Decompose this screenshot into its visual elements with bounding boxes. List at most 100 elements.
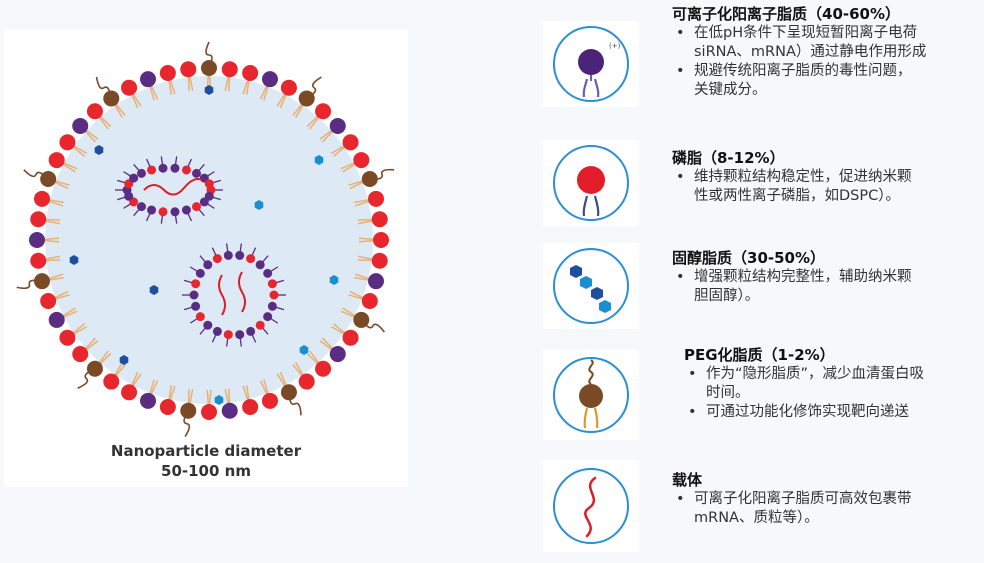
lipid-head [261,71,278,88]
micelle-head [129,173,139,183]
lipid-head [33,190,50,207]
micelle-head [212,254,222,264]
section-phospholipid: 磷脂（8-12%） 维持颗粒结构稳定性，促进纳米颗 性或两性离子磷脂，如DSPC… [672,148,984,206]
lipid-head [103,90,120,107]
diagram-caption-line1: Nanoparticle diameter [110,442,302,460]
micelle-head [269,290,279,300]
section-ionizable-lipid: 可离子化阳离子脂质（40-60%） 在低pH条件下呈现短暂阳离子电荷 siRNA… [672,4,984,100]
bullet-list: 可离子化阳离子脂质可高效包裹带 mRNA、质粒等）。 [672,490,984,528]
phospholipid-icon [553,145,629,221]
phospholipid-card [543,140,639,226]
lipid-head [298,90,315,107]
micelle-head [170,163,180,173]
lipid-head [201,60,217,76]
micelle-head [147,165,157,175]
cholesterol-molecule [254,200,264,210]
cholesterol-card [543,243,639,329]
micelle-head [170,207,180,217]
bullet-item: 规避传统阳离子脂质的毒性问题， 关键成分。 [672,62,984,100]
micelle-head [255,320,265,330]
micelle-head [235,250,245,260]
lipid-head [103,373,120,390]
micelle-head [223,250,233,260]
lipid-head [33,273,50,290]
lipid-head [59,329,76,346]
micelle-head [192,168,202,178]
cholesterol-icon [553,248,629,324]
lipid-head [72,346,89,363]
bullet-item: 作为“隐形脂质”，减少血清蛋白吸 时间。 [684,365,984,403]
micelle-head [204,179,214,189]
lipid-head [86,103,103,120]
lipid-head [140,392,157,409]
section-payload: 载体 可离子化阳离子脂质可高效包裹带 mRNA、质粒等）。 [672,470,984,528]
micelle-head [189,290,199,300]
section-cholesterol: 固醇脂质（30-50%） 增强颗粒结构完整性，辅助纳米颗 胆固醇）。 [672,248,984,306]
lipid-head [221,61,238,78]
peg-lipid-icon [553,357,629,433]
payload-strand [238,271,246,313]
ionizable-lipid-icon: (+) [553,26,629,102]
lipid-head [242,399,259,416]
payload-strand [143,178,203,196]
micelle-head [267,279,277,289]
micelle-head [136,168,146,178]
bullet-item: 增强颗粒结构完整性，辅助纳米颗 胆固醇）。 [672,268,984,306]
lipid-head [371,211,388,228]
peg-lipid-card [543,350,639,440]
micelle-head [267,301,277,311]
lipid-head [59,134,76,151]
nanoparticle-core [45,76,373,404]
micelle-head [147,205,157,215]
micelle-head [195,268,205,278]
lipid-head [30,211,47,228]
micelle-head [195,312,205,322]
micelle-head [223,330,233,340]
lipid-head [86,360,103,377]
lnp-diagram: Nanoparticle diameter 50-100 nm [4,30,408,487]
payload-icon [553,468,629,544]
micelle-head [158,207,168,217]
micelle-head [191,279,201,289]
diagram-caption-line2: 50-100 nm [161,462,251,480]
micelle-head [136,202,146,212]
lipid-head [29,232,45,248]
cholesterol-molecule [149,285,159,295]
lipid-head [180,61,197,78]
payload-strand [218,274,226,316]
micelle-head [158,163,168,173]
micelle-head [246,254,256,264]
lipid-head [329,117,346,134]
section-title: 磷脂（8-12%） [672,149,785,167]
bullet-item: 维持颗粒结构稳定性，促进纳米颗 性或两性离子磷脂，如DSPC）。 [672,168,984,206]
micelle-head [255,260,265,270]
lipid-head [280,79,297,96]
lipid-head [72,117,89,134]
cholesterol-molecule [314,155,324,165]
bullet-list: 在低pH条件下呈现短暂阳离子电荷 siRNA、mRNA）通过静电作用形成 规避传… [672,24,984,100]
lipid-head [201,404,217,420]
lipid-head [180,402,197,419]
lipid-head [361,171,378,188]
lipid-head [40,292,57,309]
bullet-list: 作为“隐形脂质”，减少血清蛋白吸 时间。 可通过功能化修饰实现靶向递送 [684,365,984,422]
lipid-head [361,292,378,309]
section-title: 可离子化阳离子脂质（40-60%） [672,5,901,23]
lipid-head [261,392,278,409]
cholesterol-molecule [119,355,129,365]
lipid-head [280,384,297,401]
lipid-head [140,71,157,88]
payload-card [543,460,639,552]
lipid-head [48,311,65,328]
section-title: PEG化脂质（1-2%） [684,346,835,364]
lipid-nanoparticle-illustration [16,41,395,437]
micelle-head [263,268,273,278]
micelle-head [199,197,209,207]
lipid-head [121,384,138,401]
lipid-head [315,360,332,377]
lipid-head [329,346,346,363]
lipid-head [342,134,359,151]
lipid-head [373,232,389,248]
lipid-head [342,329,359,346]
micelle-head [192,202,202,212]
